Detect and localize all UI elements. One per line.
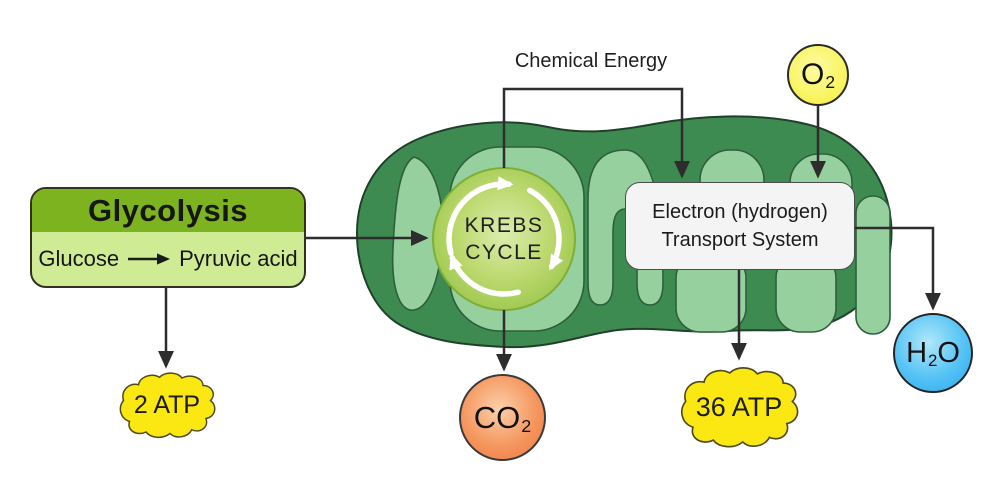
krebs-label-line1: KREBS (464, 214, 544, 237)
cycle-arrow-icon (446, 176, 514, 256)
cycle-arrow-icon (449, 253, 521, 297)
connector-arrows (158, 87, 941, 372)
o2-subscript: 2 (825, 72, 835, 93)
o2-symbol: O (800, 58, 825, 91)
h2o-symbol-h: H (906, 336, 928, 369)
o2-label: O2 (801, 58, 835, 92)
product-label: Pyruvic acid (179, 246, 298, 271)
mitochondrion-crista (855, 195, 891, 335)
cycle-arrow-icon (527, 187, 564, 271)
ets-label-line1: Electron (hydrogen) (652, 201, 828, 223)
cycle-arrows-icon (446, 176, 564, 297)
co2-subscript: 2 (521, 415, 532, 436)
glycolysis-title: Glycolysis (32, 189, 304, 232)
krebs-cycle-label: KREBS CYCLE (434, 212, 574, 266)
h2o-symbol-o: O (937, 336, 960, 369)
arrow-chemical-energy-krebs-to-ets (502, 87, 690, 179)
ets-label-line2: Transport System (661, 229, 819, 251)
krebs-label-line2: CYCLE (465, 241, 543, 264)
co2-molecule: CO2 (459, 374, 546, 461)
h2o-subscript: 2 (928, 350, 938, 370)
glycolysis-atp-label: 2 ATP (133, 391, 201, 419)
ets-atp-label: 36 ATP (695, 392, 783, 422)
glycolysis-box: Glycolysis Glucose Pyruvic acid (30, 187, 306, 288)
h2o-label: H2O (906, 337, 960, 370)
reaction-arrow-icon (128, 253, 171, 265)
arrow-ets-to-h2o (855, 226, 941, 311)
h2o-molecule: H2O (893, 313, 973, 393)
glycolysis-reaction: Glucose Pyruvic acid (32, 232, 304, 286)
o2-molecule: O2 (787, 44, 849, 106)
substrate-label: Glucose (38, 246, 120, 271)
chemical-energy-label: Chemical Energy (514, 50, 668, 72)
electron-transport-system-box: Electron (hydrogen) Transport System (625, 182, 855, 270)
co2-label: CO2 (474, 400, 532, 436)
co2-symbol: CO (473, 399, 521, 435)
